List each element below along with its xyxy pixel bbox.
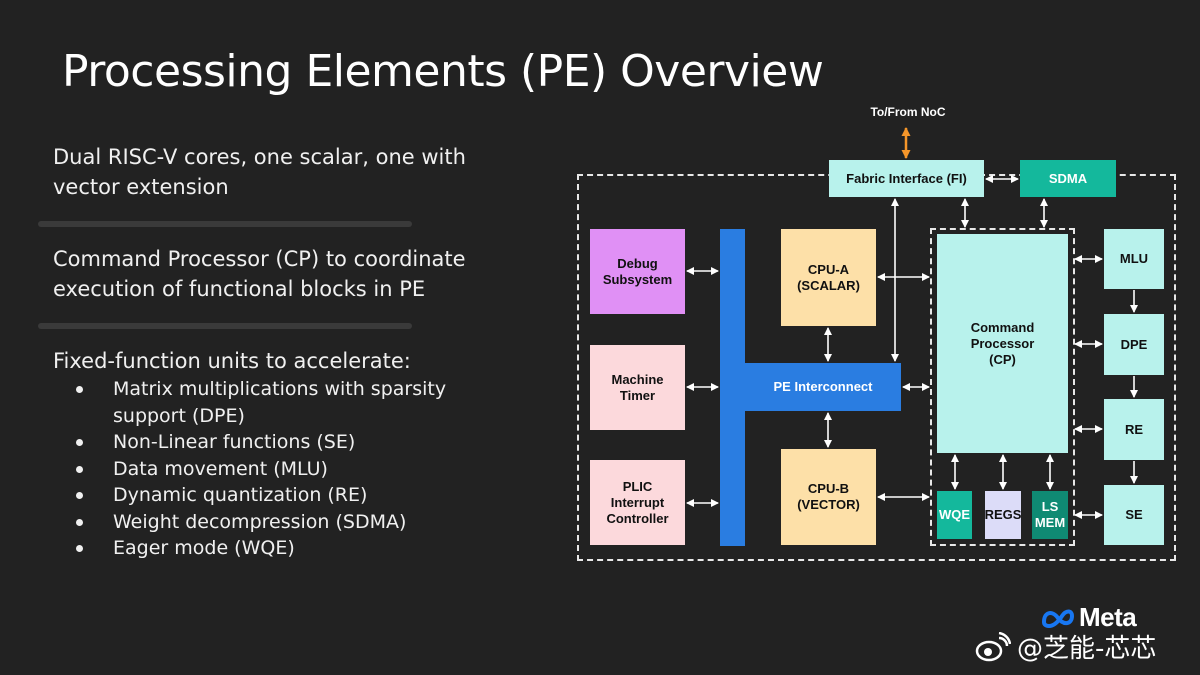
cpu-a-block: CPU-A (SCALAR) bbox=[781, 229, 876, 326]
bullet-item: Dynamic quantization (RE) bbox=[53, 482, 493, 509]
weibo-icon bbox=[975, 631, 1011, 661]
paragraph-fixed-function: Fixed-function units to accelerate: bbox=[53, 349, 411, 373]
bullet-text: Non-Linear functions (SE) bbox=[113, 431, 356, 453]
sdma-block: SDMA bbox=[1020, 160, 1116, 197]
command-processor-block: Command Processor (CP) bbox=[937, 234, 1068, 453]
debug-subsystem-block: Debug Subsystem bbox=[590, 229, 685, 314]
bullet-text: Dynamic quantization (RE) bbox=[113, 484, 368, 506]
paragraph-dual-riscv: Dual RISC-V cores, one scalar, one with … bbox=[53, 145, 466, 199]
re-block: RE bbox=[1104, 399, 1164, 460]
bullet-dot-icon bbox=[76, 518, 83, 526]
bullet-text: Data movement (MLU) bbox=[113, 457, 328, 480]
se-block: SE bbox=[1104, 485, 1164, 545]
bullet-dot-icon bbox=[76, 465, 83, 473]
slide-title: Processing Elements (PE) Overview bbox=[62, 46, 824, 97]
cp-boundary bbox=[930, 228, 1075, 546]
bullet-dot-icon bbox=[76, 386, 83, 393]
mlu-block: MLU bbox=[1104, 229, 1164, 289]
bullet-item: Data movement (MLU) bbox=[53, 456, 493, 483]
fabric-interface-block: Fabric Interface (FI) bbox=[829, 160, 984, 197]
bullet-text: Eager mode (WQE) bbox=[113, 537, 295, 559]
divider bbox=[38, 221, 412, 227]
wqe-block: WQE bbox=[937, 491, 972, 539]
paragraph-command-processor: Command Processor (CP) to coordinate exe… bbox=[53, 247, 466, 301]
machine-timer-block: Machine Timer bbox=[590, 345, 685, 430]
bullet-dot-icon bbox=[76, 439, 83, 446]
bullet-list: Matrix multiplications with sparsity sup… bbox=[53, 376, 493, 562]
meta-logo-text: Meta bbox=[1079, 602, 1137, 632]
regs-block: REGS bbox=[985, 491, 1021, 539]
bullet-dot-icon bbox=[76, 492, 83, 499]
plic-block: PLIC Interrupt Controller bbox=[590, 460, 685, 545]
bullet-item: Weight decompression (SDMA) bbox=[53, 509, 493, 536]
ls-mem-block: LS MEM bbox=[1032, 491, 1068, 539]
bullet-item: Eager mode (WQE) bbox=[53, 535, 493, 562]
watermark: @芝能-芯芯 bbox=[975, 628, 1156, 665]
bullet-text: Matrix multiplications with sparsity sup… bbox=[113, 378, 447, 427]
cpu-b-block: CPU-B (VECTOR) bbox=[781, 449, 876, 545]
noc-label: To/From NoC bbox=[870, 105, 946, 119]
divider bbox=[38, 323, 412, 329]
bullet-text: Weight decompression (SDMA) bbox=[113, 510, 407, 533]
pe-interconnect-block: PE Interconnect bbox=[720, 363, 901, 411]
bullet-item: Matrix multiplications with sparsity sup… bbox=[53, 376, 493, 429]
bullet-item: Non-Linear functions (SE) bbox=[53, 429, 493, 456]
meta-logo: Meta bbox=[1040, 602, 1137, 633]
dpe-block: DPE bbox=[1104, 314, 1164, 375]
watermark-text: @芝能-芯芯 bbox=[1017, 634, 1157, 664]
meta-infinity-icon bbox=[1041, 609, 1075, 628]
bullet-dot-icon bbox=[76, 545, 83, 552]
